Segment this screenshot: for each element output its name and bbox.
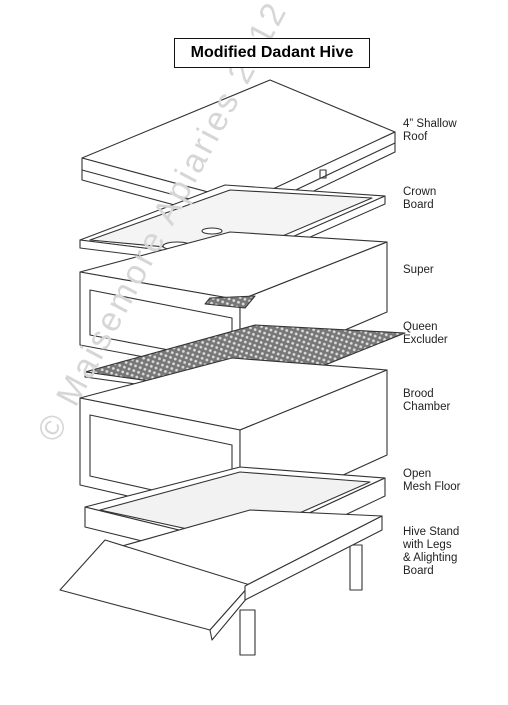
label-super: Super bbox=[403, 264, 434, 276]
hive-stand-part bbox=[59, 509, 383, 656]
diagram-title: Modified Dadant Hive bbox=[174, 38, 370, 68]
